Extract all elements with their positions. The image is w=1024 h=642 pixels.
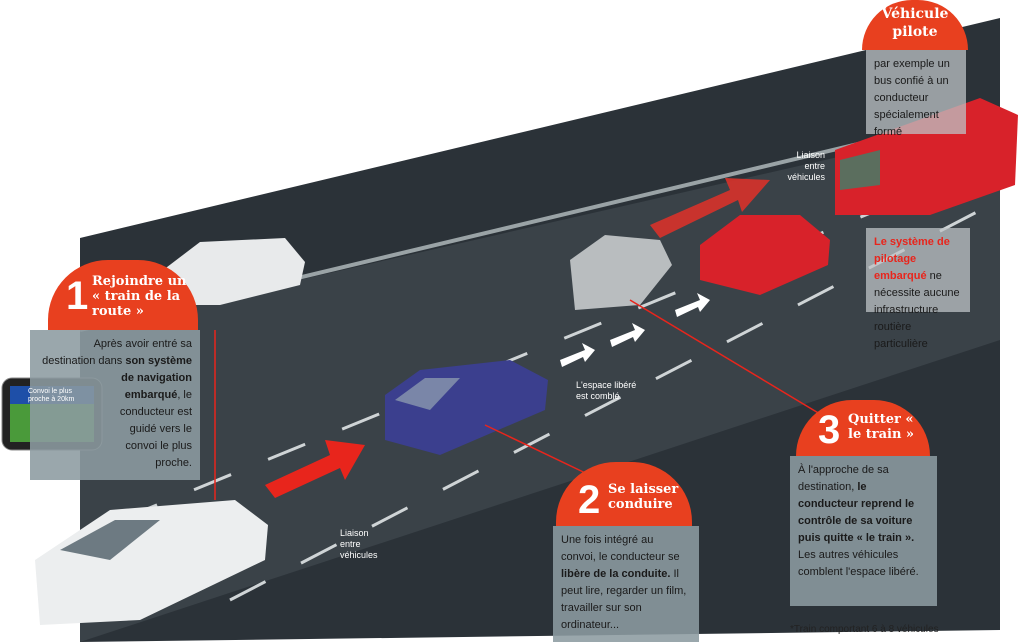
pilot-card: par exemple un bus confié à un conducteu… (866, 50, 966, 138)
step1-heading: 1 Rejoindre un « train de la route » (48, 260, 198, 330)
gps-text: Convoi le plus proche à 20km (28, 388, 75, 403)
step3-text-bold: le conducteur reprend le contrôle de sa … (798, 481, 915, 544)
link-label: Liaison entre véhicules (787, 150, 825, 182)
car-silver (570, 235, 672, 310)
step3-text-end: Les autres véhicules comblent l'espace l… (798, 549, 919, 578)
pilot-text: par exemple un bus confié à un conducteu… (874, 58, 950, 138)
step1-title: Rejoindre un « train de la route » (92, 274, 187, 319)
arrow-icon (265, 440, 365, 498)
arrow-icon (650, 178, 770, 238)
pointer-line (484, 424, 601, 481)
car-red (700, 215, 830, 295)
pilot-heading-line2: pilote (892, 24, 938, 40)
pilot-heading-line1: Véhicule (881, 6, 949, 22)
pilot-note-text: ne nécessite aucune infrastructure routi… (874, 270, 960, 350)
step1-text-bold: son système de navigation embarqué (121, 355, 192, 401)
step1-card: Après avoir entré sa destination dans so… (30, 330, 200, 480)
car-blue (385, 360, 548, 455)
pilot-heading: Véhicule pilote (862, 0, 968, 50)
link-label: Liaison entre véhicules (340, 528, 378, 560)
pilot-note-red: Le système de pilotage embarqué (874, 236, 950, 282)
step3-text: À l'approche de sa destination, (798, 464, 889, 493)
step1-text-end: , le conducteur est guidé vers le convoi… (119, 389, 192, 469)
step2-title: Se laisser conduire (608, 482, 679, 512)
bus-red (835, 98, 1018, 215)
gap-label: L'espace libéré est comblé (576, 380, 637, 401)
step3-title: Quitter « le train » (848, 412, 915, 442)
step1-text: Après avoir entré sa destination dans (42, 338, 192, 367)
arrow-icon (610, 323, 645, 347)
step2-number: 2 (578, 478, 601, 522)
step2-text: Une fois intégré au convoi, le conducteu… (561, 534, 680, 563)
step1-number: 1 (66, 274, 89, 318)
step3-number: 3 (818, 408, 841, 452)
step3-card: À l'approche de sa destination, le condu… (790, 456, 937, 606)
pilot-note-card: Le système de pilotage embarqué ne néces… (866, 228, 970, 350)
step2-text-end: Il peut lire, regarder un film, travaill… (561, 568, 687, 631)
pointer-line (629, 299, 831, 421)
step2-text-bold: libère de la conduite. (561, 568, 671, 580)
arrow-icon (560, 343, 595, 367)
arrow-icon (675, 293, 710, 317)
car-white-front (35, 500, 268, 625)
footnote: *Train comportant 6 à 8 véhicules (790, 624, 939, 635)
step2-card: Une fois intégré au convoi, le conducteu… (553, 526, 699, 642)
